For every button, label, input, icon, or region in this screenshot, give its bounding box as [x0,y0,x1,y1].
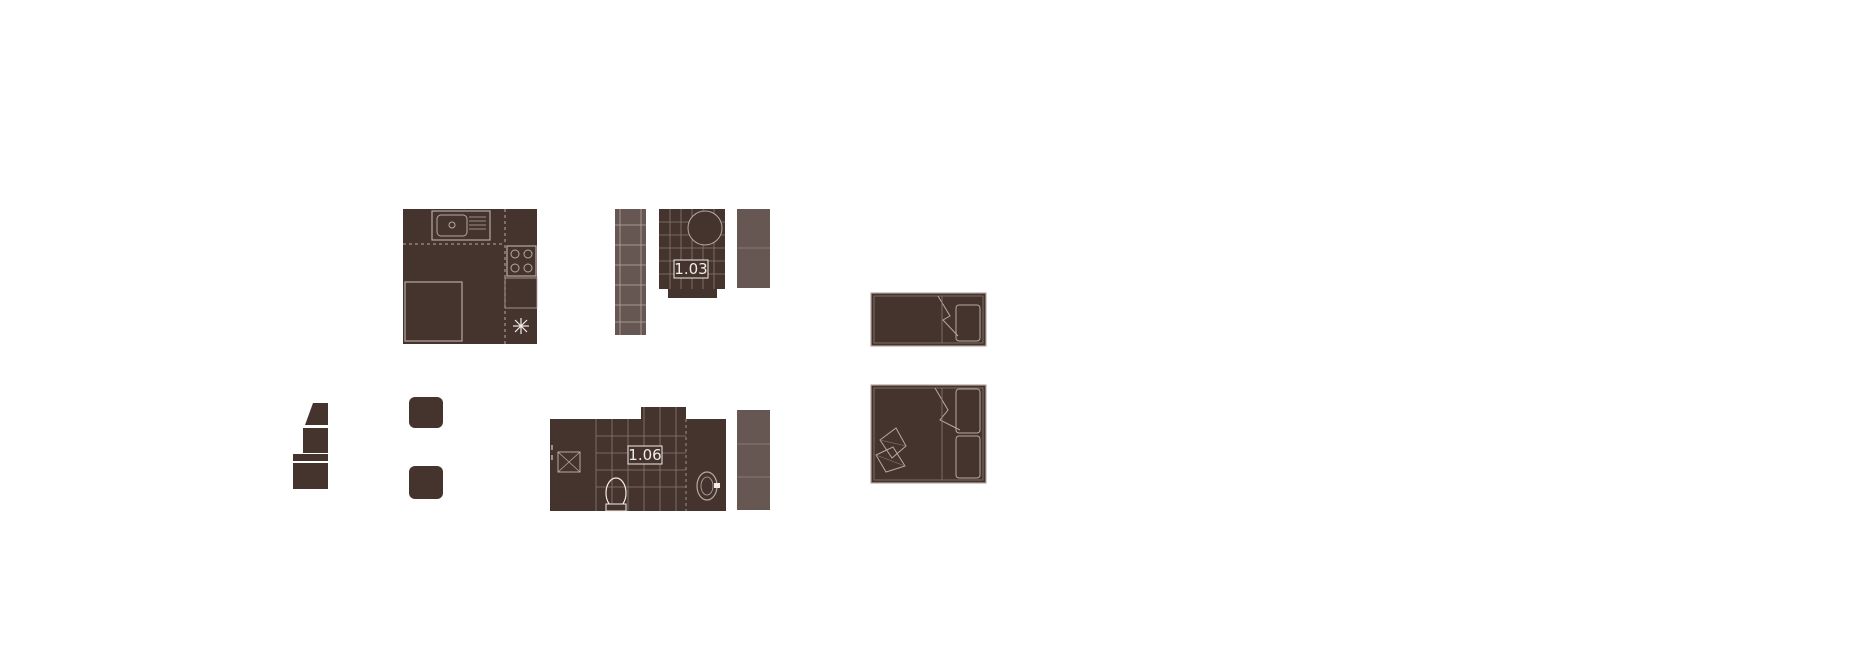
room-label-bathroom: 1.06 [628,446,661,464]
shower-drain-icon [557,451,581,473]
pillow-icon [955,435,981,479]
shelf-unit [293,403,328,489]
stool-top [409,397,443,428]
kitchen-block [403,209,538,344]
washbasin-icon [696,471,720,501]
wc-block: 1.03 [615,209,770,335]
fridge-icon [513,318,529,334]
single-bed [870,292,987,347]
stove-icon [506,245,537,277]
pillow-icon [955,304,981,342]
shower-tray-icon [687,210,723,246]
room-label-box-wc [673,259,709,279]
room-label-wc: 1.03 [674,260,707,278]
sink-icon [431,210,491,241]
bathroom-block: 1.06 [550,407,770,512]
cushion-icon [875,427,907,473]
stool-bottom [409,466,443,499]
kitchen-table-icon [404,281,463,342]
double-bed [870,384,987,484]
pillow-icon [955,388,981,434]
toilet-icon [605,477,627,512]
room-label-box-bathroom [627,445,663,465]
